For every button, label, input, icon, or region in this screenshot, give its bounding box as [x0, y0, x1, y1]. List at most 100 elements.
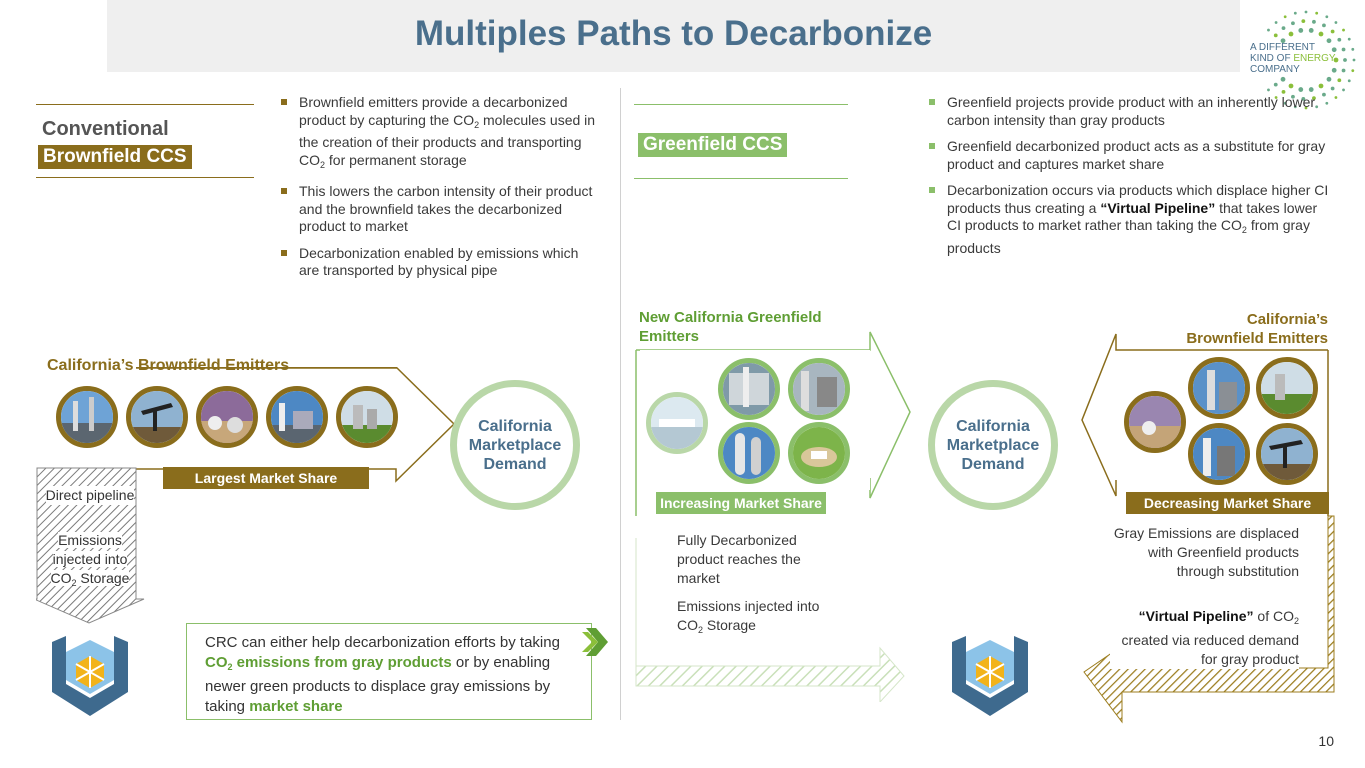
bullet-item: Greenfield projects provide product with…	[929, 94, 1329, 129]
logo-dot	[1337, 78, 1342, 83]
logo-dot	[1283, 15, 1287, 19]
logo-dot	[1288, 31, 1294, 37]
logo-dot	[1291, 94, 1295, 99]
logo-line3: COMPANY	[1250, 64, 1300, 75]
emissions-injected-label-right: Emissions injected into CO2 Storage	[677, 598, 820, 635]
decreasing-market-share-bar: Decreasing Market Share	[1126, 492, 1329, 514]
heading-rule-top	[36, 104, 254, 105]
solar-plant-photo-icon	[646, 392, 708, 454]
heading-greenfield-ccs: Greenfield CCS	[638, 133, 788, 157]
logo-dot	[1347, 37, 1351, 41]
logo-dot	[1325, 101, 1329, 105]
logo-dot	[1298, 87, 1304, 92]
heading-rule-top-right	[634, 104, 848, 105]
logo-dot	[1281, 26, 1286, 31]
logo-dot	[1315, 11, 1319, 15]
bullet-item: Greenfield decarbonized product acts as …	[929, 138, 1329, 173]
logo-dot	[1312, 96, 1316, 101]
industrial-photo-icon	[788, 358, 850, 420]
direct-pipeline-label: Direct pipeline	[45, 486, 135, 505]
logo-dot	[1293, 105, 1297, 109]
logo-dot	[1293, 11, 1297, 15]
gray-emissions-label: Gray Emissions are displaced with Greenf…	[1110, 524, 1299, 581]
logo-dot	[1281, 89, 1286, 94]
logo-dot	[1322, 92, 1326, 97]
chevron-right-icon	[582, 628, 608, 656]
logo-dot	[1351, 69, 1355, 73]
heading-rule-bottom-right	[634, 178, 848, 179]
brownfield-photos-right	[1120, 355, 1330, 485]
logo-dot	[1334, 21, 1338, 24]
logo-dot	[1343, 58, 1347, 62]
plant-photo-icon	[266, 386, 328, 448]
logo-dot	[1273, 33, 1278, 38]
logo-dot	[1291, 21, 1295, 26]
logo-dot	[1330, 86, 1335, 91]
logo-dot	[1331, 67, 1337, 73]
logo-line2a: KIND OF	[1250, 53, 1294, 64]
logo-dot	[1337, 37, 1342, 42]
increasing-market-share-bar: Increasing Market Share	[656, 492, 826, 514]
logo-dot	[1274, 21, 1278, 24]
green-site-photo-icon	[788, 422, 850, 484]
refinery-night-photo-icon	[1124, 391, 1186, 453]
emissions-injected-label-left: Emissions injected into CO2 Storage	[50, 532, 130, 588]
logo-dot	[1318, 31, 1324, 37]
logo-dot	[1288, 83, 1294, 89]
crc-callout-box: CRC can either help decarbonization effo…	[186, 623, 592, 720]
storage-icon	[952, 636, 1028, 716]
logo-dot	[1342, 28, 1345, 32]
logo-dot	[1341, 47, 1346, 52]
logo-dot	[1326, 38, 1332, 44]
company-logo: A DIFFERENT KIND OF ENERGY COMPANY	[1246, 8, 1358, 118]
logo-dot	[1267, 28, 1270, 32]
bullet-item: Decarbonization enabled by emissions whi…	[281, 245, 596, 280]
plant-tower-photo-icon	[1188, 357, 1250, 419]
industrial-blue-photo-icon	[1188, 423, 1250, 485]
logo-dot	[1273, 82, 1278, 87]
logo-dot	[1351, 47, 1355, 51]
page-number: 10	[1318, 733, 1334, 749]
heading-brownfield-ccs: Brownfield CCS	[38, 145, 192, 169]
logo-dot	[1283, 101, 1287, 105]
logo-dot	[1325, 15, 1329, 19]
logo-line2b: ENERGY	[1293, 53, 1336, 64]
logo-dot	[1301, 97, 1306, 101]
logo-dot	[1308, 87, 1314, 92]
logo-dot	[1341, 68, 1346, 73]
logo-dot	[1322, 23, 1326, 28]
logo-dot	[1312, 19, 1316, 24]
logo-dot	[1318, 83, 1324, 89]
largest-market-share-bar: Largest Market Share	[163, 467, 369, 489]
page-title: Multiples Paths to Decarbonize	[414, 14, 933, 53]
greenfield-photos	[640, 350, 870, 490]
logo-dot	[1304, 106, 1308, 110]
brownfield-bullets: Brownfield emitters provide a decarboniz…	[281, 94, 596, 289]
logo-dot	[1301, 19, 1306, 23]
bullet-item: This lowers the carbon intensity of thei…	[281, 183, 596, 236]
storage-icon	[52, 636, 128, 716]
silo-field-photo-icon	[336, 386, 398, 448]
bullet-item: Brownfield emitters provide a decarboniz…	[281, 94, 596, 174]
logo-dot	[1331, 47, 1337, 53]
heading-conventional: Conventional	[42, 118, 169, 140]
greenfield-bullets: Greenfield projects provide product with…	[929, 94, 1329, 266]
greenfield-flow-arrow	[635, 331, 911, 702]
logo-dot	[1274, 96, 1278, 99]
processing-plant-photo-icon	[718, 358, 780, 420]
logo-dot	[1347, 79, 1351, 83]
pumpjack-photo-icon	[126, 386, 188, 448]
pumpjack-photo-icon-right	[1256, 423, 1318, 485]
virtual-pipeline-label: “Virtual Pipeline” of CO2 created via re…	[1110, 607, 1299, 669]
center-divider	[620, 88, 621, 720]
logo-line1: A DIFFERENT	[1250, 42, 1316, 53]
refinery-photo-icon	[56, 386, 118, 448]
heading-rule-bottom	[36, 177, 254, 178]
bullet-item: Decarbonization occurs via products whic…	[929, 182, 1329, 257]
logo-dot	[1280, 38, 1286, 44]
tank-farm-photo-icon	[196, 386, 258, 448]
dot-ring-icon	[1267, 10, 1356, 110]
